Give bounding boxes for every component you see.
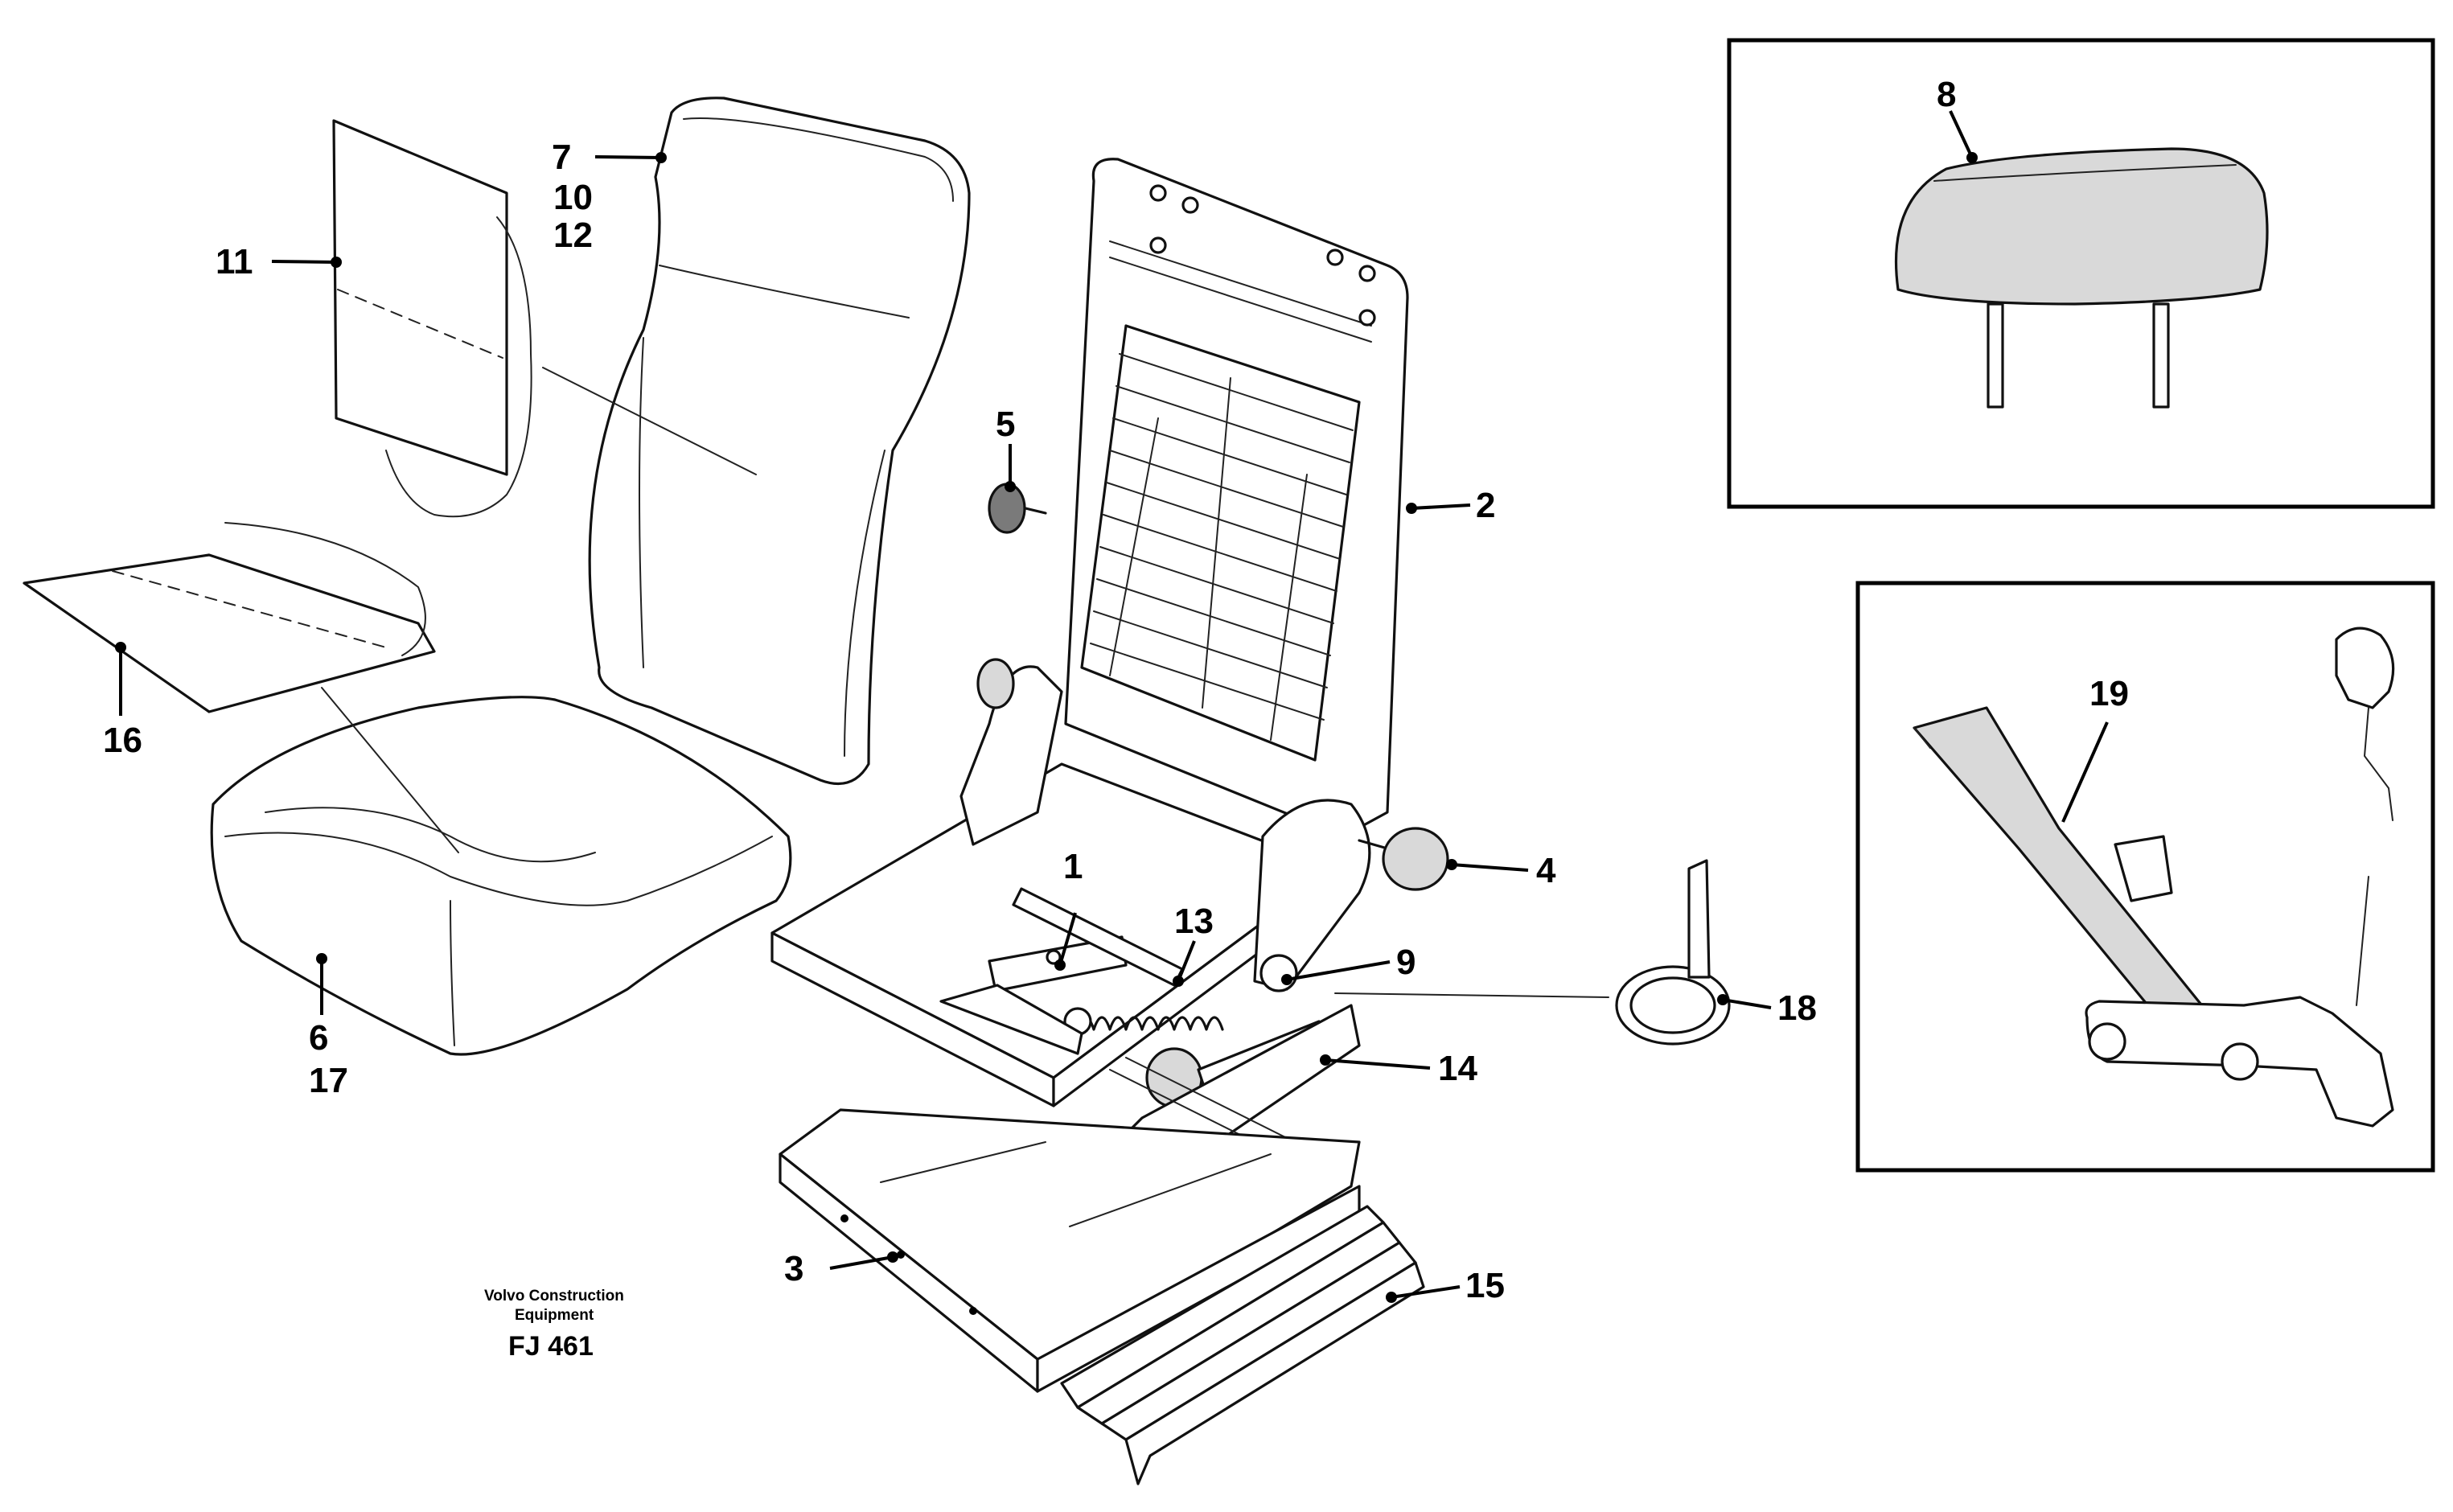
callout-12: 12 bbox=[553, 216, 593, 255]
spring-part bbox=[1063, 1007, 1224, 1036]
seatbelt-inset-frame bbox=[1855, 581, 2435, 1173]
callout-6: 6 bbox=[309, 1018, 328, 1058]
callout-7: 7 bbox=[552, 138, 571, 177]
reference-line bbox=[542, 367, 757, 475]
backrest-frame-part bbox=[1064, 158, 1409, 838]
seat-cover-sheet-part bbox=[23, 522, 436, 713]
callout-10: 10 bbox=[553, 178, 593, 217]
callout-4: 4 bbox=[1536, 851, 1556, 890]
reference-line bbox=[321, 687, 459, 853]
mesh-wires bbox=[1090, 353, 1354, 741]
callout-16: 16 bbox=[103, 721, 142, 760]
callout-8: 8 bbox=[1937, 75, 1956, 114]
seatbelt-part bbox=[1913, 627, 2395, 1128]
callout-17: 17 bbox=[309, 1061, 348, 1100]
cross-tube bbox=[939, 984, 1083, 1055]
reference-line bbox=[1334, 992, 1609, 998]
callout-13: 13 bbox=[1174, 902, 1214, 941]
headrest-part bbox=[1894, 147, 2269, 409]
callout-15: 15 bbox=[1465, 1266, 1505, 1305]
lumbar-knob-part bbox=[988, 483, 1047, 534]
callout-1: 1 bbox=[1063, 847, 1083, 886]
callout-14: 14 bbox=[1438, 1049, 1477, 1088]
callout-leaders bbox=[115, 110, 2109, 1303]
figure-code: FJ 461 bbox=[508, 1331, 594, 1362]
callout-9: 9 bbox=[1396, 943, 1416, 982]
base-slide-part bbox=[779, 1108, 1361, 1393]
cable-tie-part bbox=[1615, 859, 1731, 1046]
callout-11: 11 bbox=[216, 242, 253, 281]
brand-line-2: Equipment bbox=[515, 1307, 594, 1324]
back-cover-sheet-part bbox=[332, 119, 532, 518]
callout-5: 5 bbox=[996, 405, 1015, 444]
callout-19: 19 bbox=[2089, 674, 2129, 713]
recline-knob-part bbox=[1358, 827, 1449, 891]
backrest-cushion-part bbox=[588, 97, 971, 786]
callout-2: 2 bbox=[1476, 486, 1495, 525]
brand-line-1: Volvo Construction bbox=[484, 1288, 624, 1305]
headrest-inset-frame bbox=[1727, 38, 2435, 509]
slide-rail-part bbox=[1060, 1205, 1425, 1485]
cross-tube bbox=[1012, 887, 1184, 987]
callout-18: 18 bbox=[1777, 988, 1817, 1028]
callout-3: 3 bbox=[784, 1249, 803, 1288]
seat-cushion-part bbox=[210, 696, 792, 1056]
